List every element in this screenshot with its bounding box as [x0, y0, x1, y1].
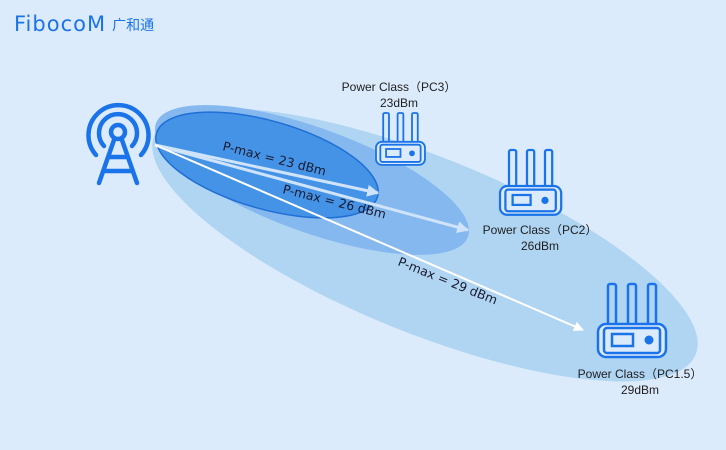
arrow-pc3 [154, 143, 380, 197]
arrow-pc1-5 [154, 144, 584, 332]
device-label-pc2: Power Class（PC2） 26dBm [479, 222, 601, 254]
power-value-text: 23dBm [379, 96, 419, 110]
arrow-pc2 [154, 143, 470, 233]
power-value-text: 29dBm [620, 383, 660, 397]
fibocom-logo: FibocoM 广和通 [14, 10, 154, 38]
power-class-text: Power Class（PC3） [341, 80, 457, 94]
logo-chinese-text: 广和通 [112, 17, 155, 34]
power-value-text: 26dBm [520, 239, 560, 253]
router-icon-pc3 [375, 112, 426, 166]
cell-tower-icon [86, 102, 151, 186]
device-label-pc3: Power Class（PC3） 23dBm [338, 79, 460, 111]
power-class-text: Power Class（PC1.5） [577, 367, 703, 381]
device-label-pc1-5: Power Class（PC1.5） 29dBm [574, 366, 706, 398]
router-icon-pc2 [498, 148, 563, 216]
logo-brand-text: FibocoM [14, 12, 107, 36]
power-class-text: Power Class（PC2） [482, 223, 598, 237]
router-icon-pc1-5 [596, 282, 668, 359]
